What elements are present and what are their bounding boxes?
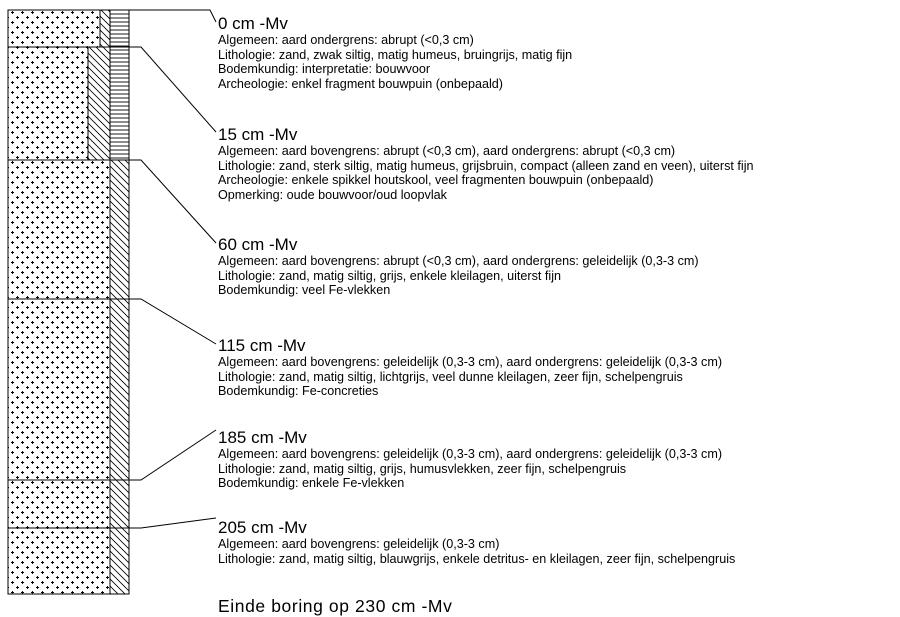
layer-depth: 115 cm -Mv — [218, 336, 306, 355]
leader-line-5 — [129, 429, 217, 481]
layer-archeologie: Archeologie: enkele spikkel houtskool, v… — [218, 173, 654, 188]
layer-description-3: 60 cm -Mv Algemeen: aard bovengrens: abr… — [218, 235, 898, 298]
leader-line-6 — [129, 517, 217, 529]
layer-depth: 185 cm -Mv — [218, 428, 307, 447]
layer-algemeen: Algemeen: aard ondergrens: abrupt (<0,3 … — [218, 33, 474, 47]
layer-algemeen: Algemeen: aard bovengrens: abrupt (<0,3 … — [218, 254, 699, 268]
layer-bodemkundig: Bodemkundig: veel Fe-vlekken — [218, 283, 391, 298]
layer-depth: 15 cm -Mv — [218, 125, 298, 144]
layer-archeologie: Archeologie: enkel fragment bouwpuin (on… — [218, 76, 503, 91]
layer-depth: 60 cm -Mv — [218, 235, 298, 254]
layer-description-4: 115 cm -Mv Algemeen: aard bovengrens: ge… — [218, 336, 898, 399]
layer-description-2: 15 cm -Mv Algemeen: aard bovengrens: abr… — [218, 125, 898, 202]
layer-algemeen: Algemeen: aard bovengrens: geleidelijk (… — [218, 355, 723, 369]
column-segment-2 — [7, 46, 130, 161]
layer-depth: 205 cm -Mv — [218, 518, 307, 537]
end-of-boring-label: Einde boring op 230 cm -Mv — [218, 596, 453, 616]
layer-algemeen: Algemeen: aard bovengrens: geleidelijk (… — [218, 537, 500, 551]
layer-bodemkundig: Bodemkundig: enkele Fe-vlekken — [218, 476, 405, 491]
column-segment-3 — [7, 159, 130, 300]
layer-algemeen: Algemeen: aard bovengrens: geleidelijk (… — [218, 447, 723, 461]
column-segment-1 — [7, 9, 130, 48]
layer-lithologie: Lithologie: zand, matig siltig, lichtgri… — [218, 369, 683, 384]
layer-lithologie: Lithologie: zand, matig siltig, blauwgri… — [218, 551, 736, 566]
leader-line-3 — [129, 159, 217, 244]
layer-algemeen: Algemeen: aard bovengrens: abrupt (<0,3 … — [218, 144, 676, 158]
layer-lithologie: Lithologie: zand, zwak siltig, matig hum… — [218, 47, 573, 62]
leader-line-1 — [129, 9, 217, 23]
layer-depth: 0 cm -Mv — [218, 14, 288, 33]
column-segment-6 — [7, 527, 130, 595]
layer-lithologie: Lithologie: zand, matig siltig, grijs, h… — [218, 461, 627, 476]
leader-line-4 — [129, 298, 217, 345]
layer-bodemkundig: Bodemkundig: interpretatie: bouwvoor — [218, 62, 431, 77]
layer-description-5: 185 cm -Mv Algemeen: aard bovengrens: ge… — [218, 428, 898, 491]
layer-bodemkundig: Bodemkundig: Fe-concreties — [218, 384, 379, 399]
column-segment-5 — [7, 479, 130, 529]
layer-opmerking: Opmerking: oude bouwvoor/oud loopvlak — [218, 187, 447, 202]
column-segment-4 — [7, 298, 130, 481]
layer-description-1: 0 cm -Mv Algemeen: aard ondergrens: abru… — [218, 14, 898, 91]
leader-line-2 — [129, 46, 217, 133]
layer-description-6: 205 cm -Mv Algemeen: aard bovengrens: ge… — [218, 518, 898, 566]
layer-lithologie: Lithologie: zand, sterk siltig, matig hu… — [218, 158, 754, 173]
layer-lithologie: Lithologie: zand, matig siltig, grijs, e… — [218, 268, 562, 283]
